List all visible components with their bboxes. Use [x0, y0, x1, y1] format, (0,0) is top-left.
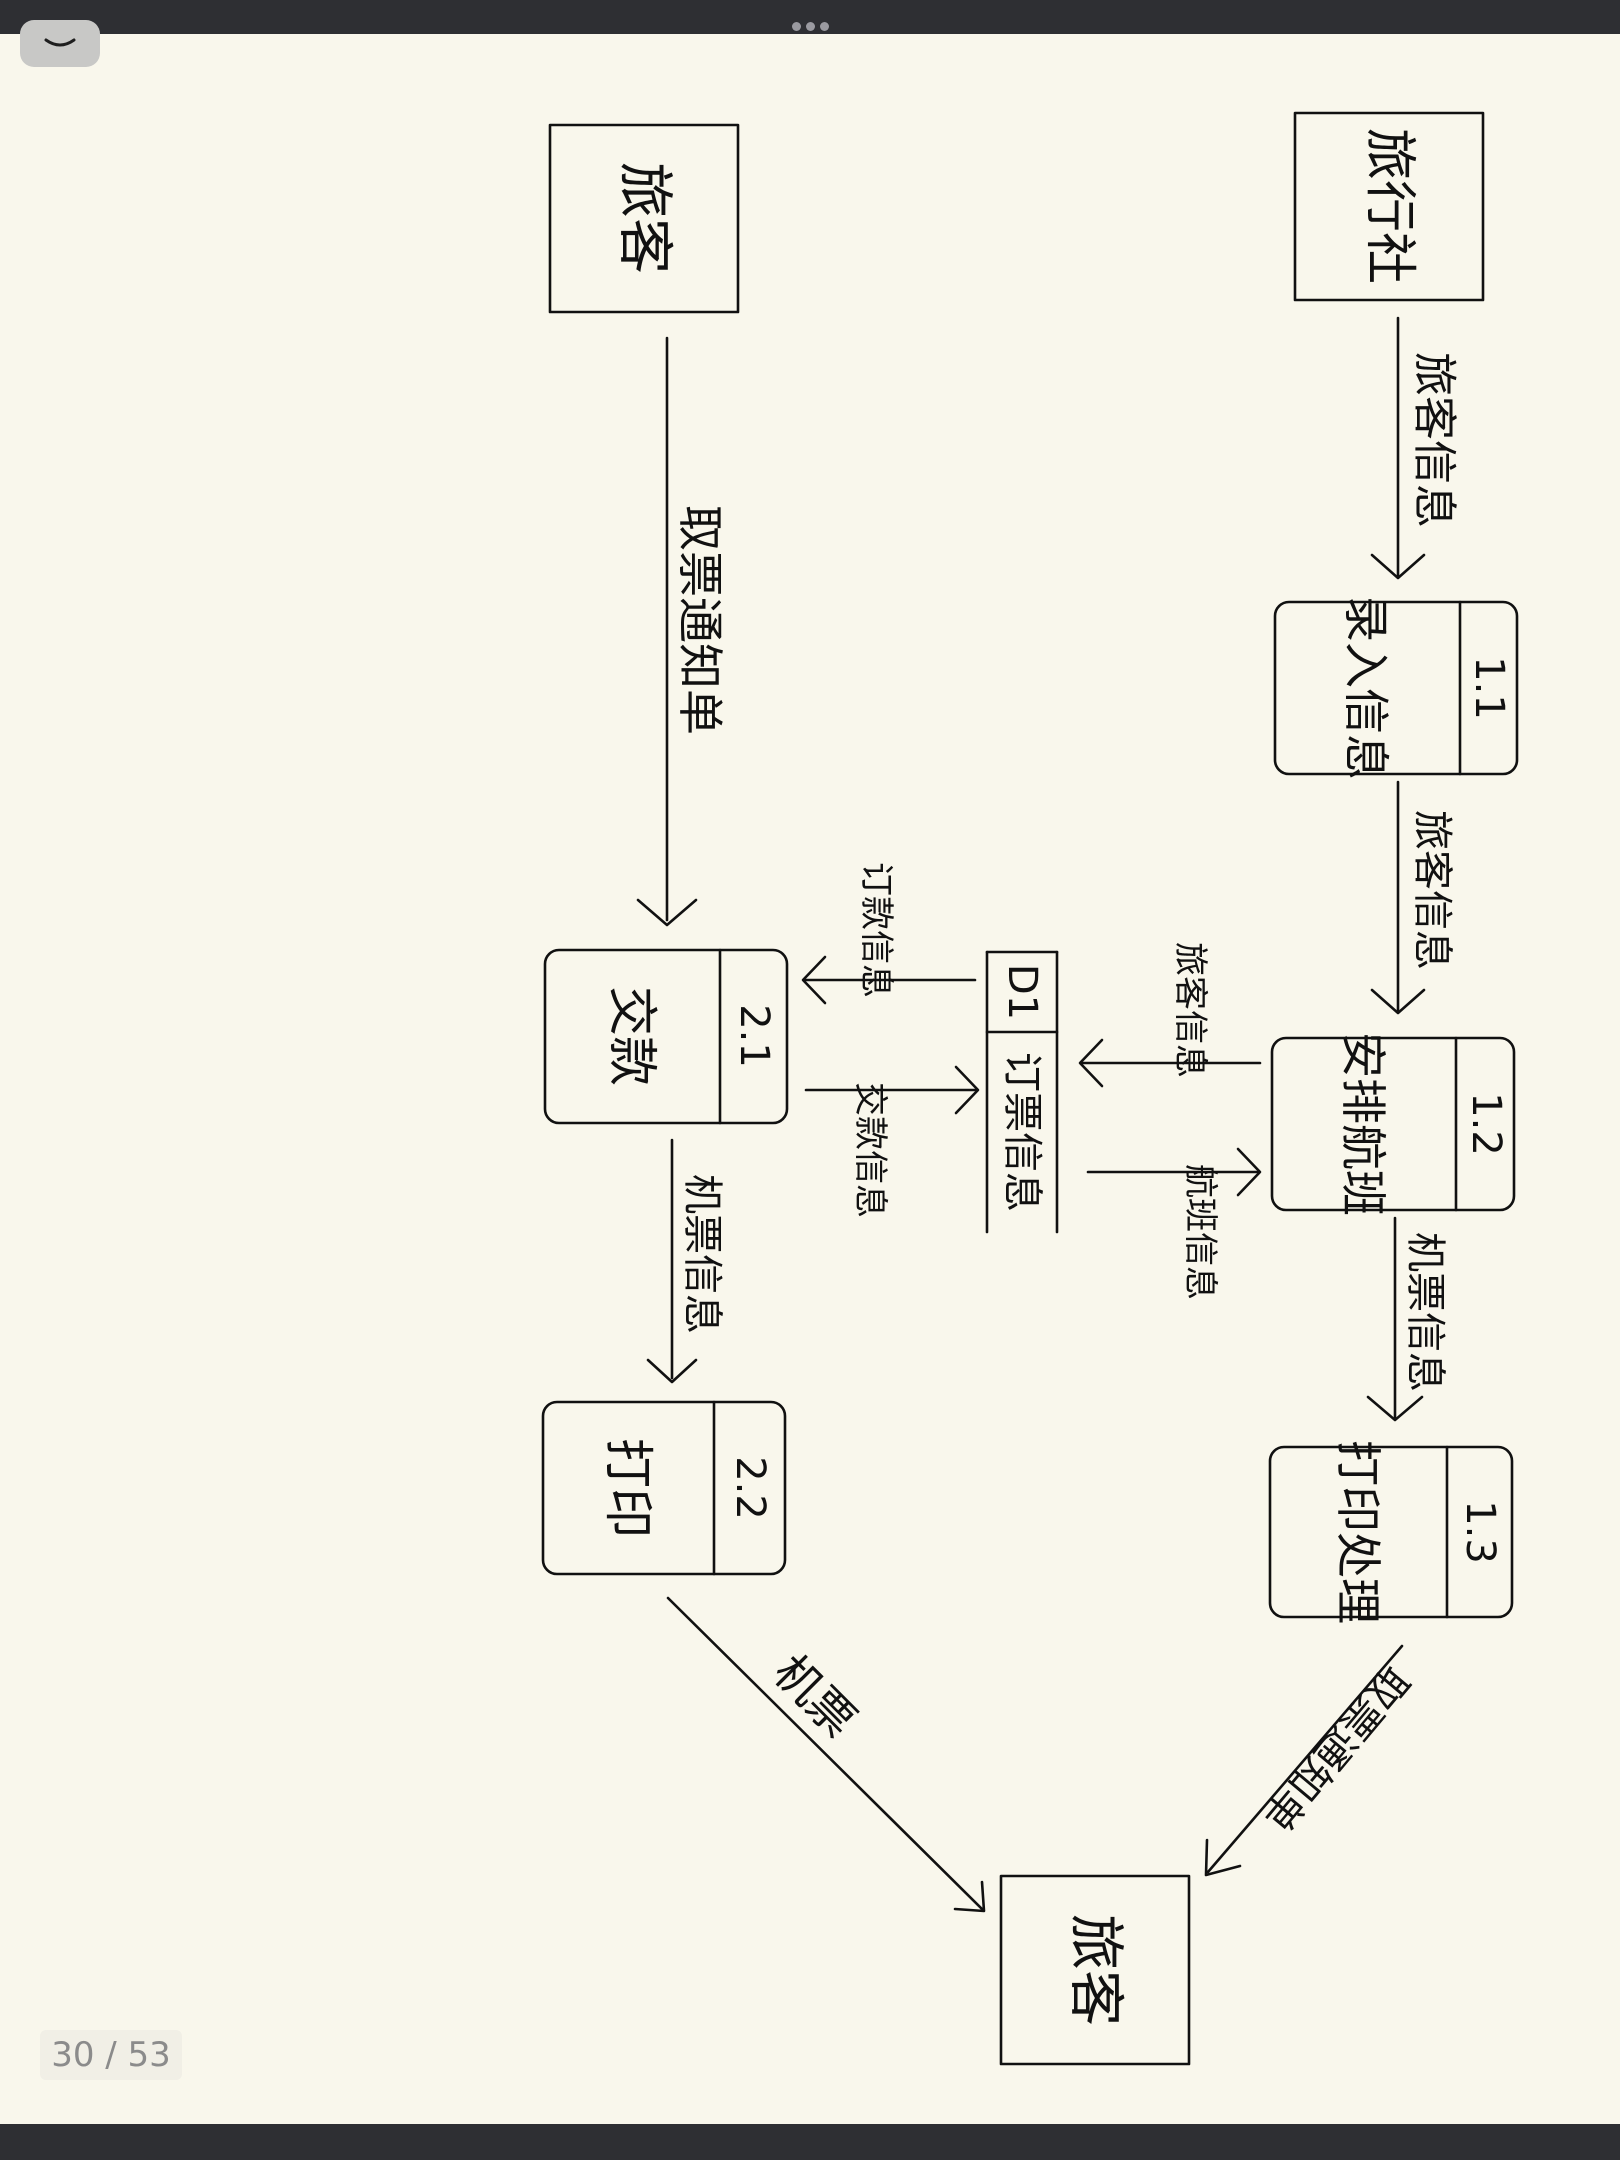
flow-label-2-1-to-2-2: 机票信息 — [679, 1174, 725, 1334]
flow-label-d1-to-2-1: 订款信息 — [856, 862, 896, 998]
process-1-1-box — [1273, 600, 1519, 776]
viewer-top-bar — [0, 0, 1620, 34]
entity-traveler-bottom-box — [999, 1874, 1191, 2066]
process-2-1-box — [543, 948, 789, 1125]
page-indicator: 30 / 53 — [40, 2030, 182, 2080]
entity-travel-agency-label: 旅行社 — [1359, 128, 1419, 284]
process-1-1-name: 录入信息 — [1339, 596, 1393, 780]
process-2-2-name: 打印 — [599, 1438, 657, 1538]
flow-label-2-1-to-d1: 交款信息 — [850, 1082, 890, 1218]
viewer-bottom-bar — [0, 2124, 1620, 2160]
chevron-down-icon — [44, 38, 76, 46]
entity-traveler-bottom-label: 旅客 — [1063, 1914, 1128, 2026]
flow-label-1-2-to-d1: 旅客信息 — [1170, 942, 1210, 1078]
datastore-d1-id: D1 — [999, 964, 1045, 1020]
process-1-1-id: 1.1 — [1466, 656, 1512, 720]
flow-2-2-to-traveler — [666, 1596, 984, 1911]
flow-label-1-3-to-traveler: 取票通知单 — [1253, 1657, 1417, 1840]
process-2-1-id: 2.1 — [731, 1004, 777, 1068]
entity-travel-agency-box — [1293, 111, 1485, 302]
process-2-1-name: 交款 — [603, 986, 661, 1086]
flow-label-traveler-to-2-1: 取票通知单 — [673, 505, 727, 735]
entity-traveler-top-box — [548, 123, 740, 314]
flow-label-1-1-to-1-2: 旅客信息 — [1409, 810, 1455, 970]
flow-1-3-to-traveler — [1206, 1644, 1404, 1874]
datastore-d1-name: 订票信息 — [999, 1052, 1045, 1212]
entity-traveler-top-label: 旅客 — [612, 162, 677, 274]
flow-label-agency-to-1-1: 旅客信息 — [1409, 352, 1460, 528]
flow-label-d1-to-1-2: 航班信息 — [1180, 1164, 1220, 1300]
flow-label-2-2-to-traveler: 机票 — [763, 1644, 866, 1747]
process-1-2-name: 安排航班 — [1336, 1032, 1390, 1216]
more-options-icon[interactable] — [788, 20, 832, 32]
process-1-2-id: 1.2 — [1463, 1092, 1509, 1156]
process-2-2-id: 2.2 — [727, 1456, 773, 1520]
process-1-3-name: 打印处理 — [1331, 1440, 1385, 1624]
process-1-2-box — [1270, 1036, 1516, 1212]
process-2-2-box — [541, 1400, 787, 1576]
process-1-3-id: 1.3 — [1457, 1500, 1503, 1564]
process-1-3-box — [1268, 1445, 1514, 1619]
collapse-toolbar-button[interactable] — [20, 20, 100, 67]
flow-label-1-2-to-1-3: 机票信息 — [1402, 1232, 1448, 1392]
